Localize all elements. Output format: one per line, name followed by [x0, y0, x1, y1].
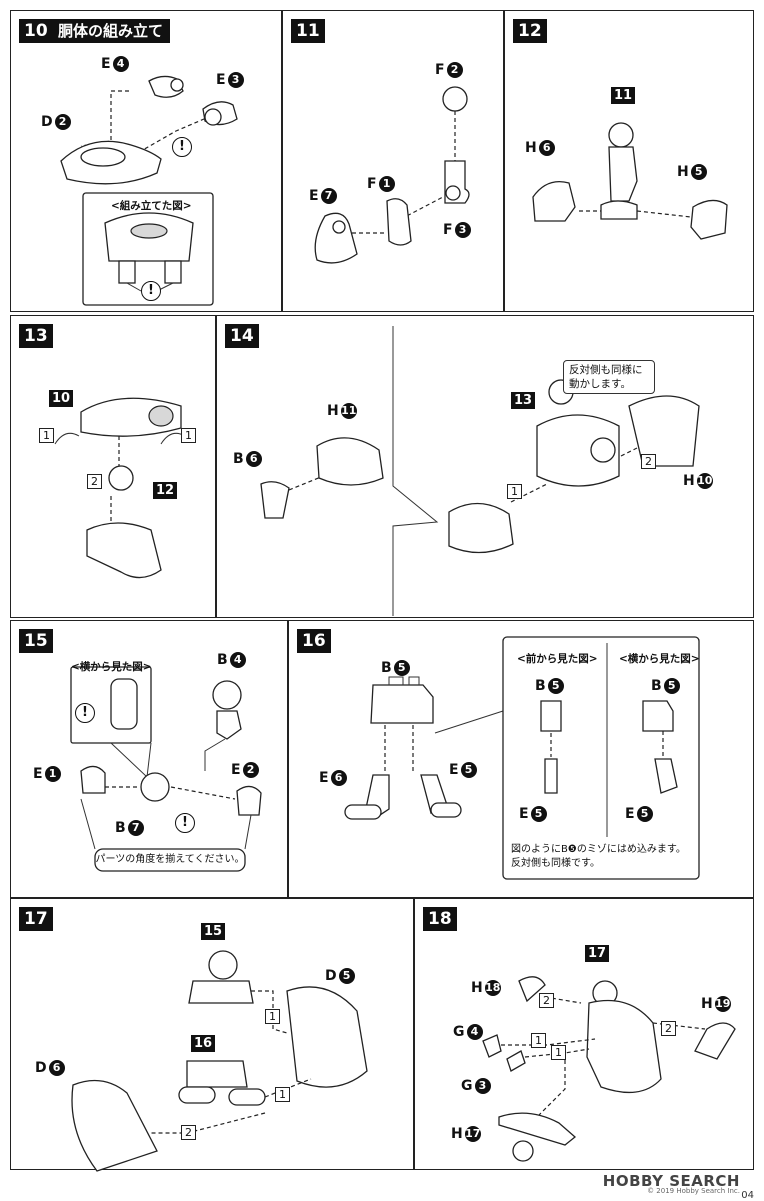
step-order-box: 2: [87, 474, 102, 489]
step-14-illustration: [260, 326, 700, 616]
copyright-text: © 2019 Hobby Search Inc.: [647, 1187, 740, 1195]
side-view-label: <横から見た図>: [71, 661, 152, 673]
step-order-box: 2: [661, 1021, 676, 1036]
subassembly-ref: 17: [585, 945, 610, 962]
subassembly-ref: 15: [201, 923, 226, 940]
step-order-box: 2: [539, 993, 554, 1008]
step-order-box: 1: [531, 1033, 546, 1048]
step-order-box: 2: [641, 454, 656, 469]
step-order-box: 1: [39, 428, 54, 443]
step-number: 11: [291, 19, 325, 43]
step-18-illustration: [482, 976, 736, 1162]
step-number: 13: [19, 324, 53, 348]
side-view-label: <横から見た図>: [619, 653, 700, 665]
front-view-label: <前から見た図>: [517, 653, 598, 665]
step-15-illustration: [70, 666, 262, 872]
subassembly-ref: 16: [191, 1035, 216, 1052]
angle-note: パーツの角度を揃えてください。: [95, 854, 245, 865]
step-order-box: 1: [265, 1009, 280, 1024]
step-number: 15: [19, 629, 53, 653]
step-13-illustration: [54, 397, 186, 579]
step-order-box: 1: [507, 484, 522, 499]
step-number: 18: [423, 907, 457, 931]
step-12-illustration: [532, 122, 728, 240]
step-number: 12: [513, 19, 547, 43]
step-number: 14: [225, 324, 259, 348]
step-13-panel: 13 10 12 1 1 2: [10, 315, 216, 618]
caution-icon: !: [172, 137, 192, 157]
page-number: 04: [741, 1190, 754, 1201]
step-number: 10: [19, 19, 53, 43]
note-callout: 反対側も同様に 動かします。: [563, 360, 655, 394]
step-order-box: 2: [181, 1125, 196, 1140]
step-10-illustration: [60, 75, 238, 306]
step-title: 胴体の組み立て: [51, 19, 171, 43]
caution-icon: !: [75, 703, 95, 723]
subassembly-ref: 11: [611, 87, 636, 104]
subassembly-ref: 13: [511, 392, 536, 409]
step-number: 16: [297, 629, 331, 653]
caution-icon: !: [175, 813, 195, 833]
step-17-illustration: [71, 950, 368, 1172]
caution-icon: !: [141, 281, 161, 301]
subassembly-ref: 10: [49, 390, 74, 407]
step-number: 17: [19, 907, 53, 931]
groove-note: 図のようにB❺のミゾにはめ込みます。 反対側も同様です。: [511, 844, 686, 869]
watermark: HOBBY SEARCH: [602, 1172, 740, 1190]
step-order-box: 1: [181, 428, 196, 443]
step-order-box: 1: [275, 1087, 290, 1102]
step-order-box: 1: [551, 1045, 566, 1060]
step-11-illustration: [314, 86, 470, 264]
subassembly-ref: 12: [153, 482, 178, 499]
assembled-view-label: <組み立てた図>: [111, 200, 192, 212]
